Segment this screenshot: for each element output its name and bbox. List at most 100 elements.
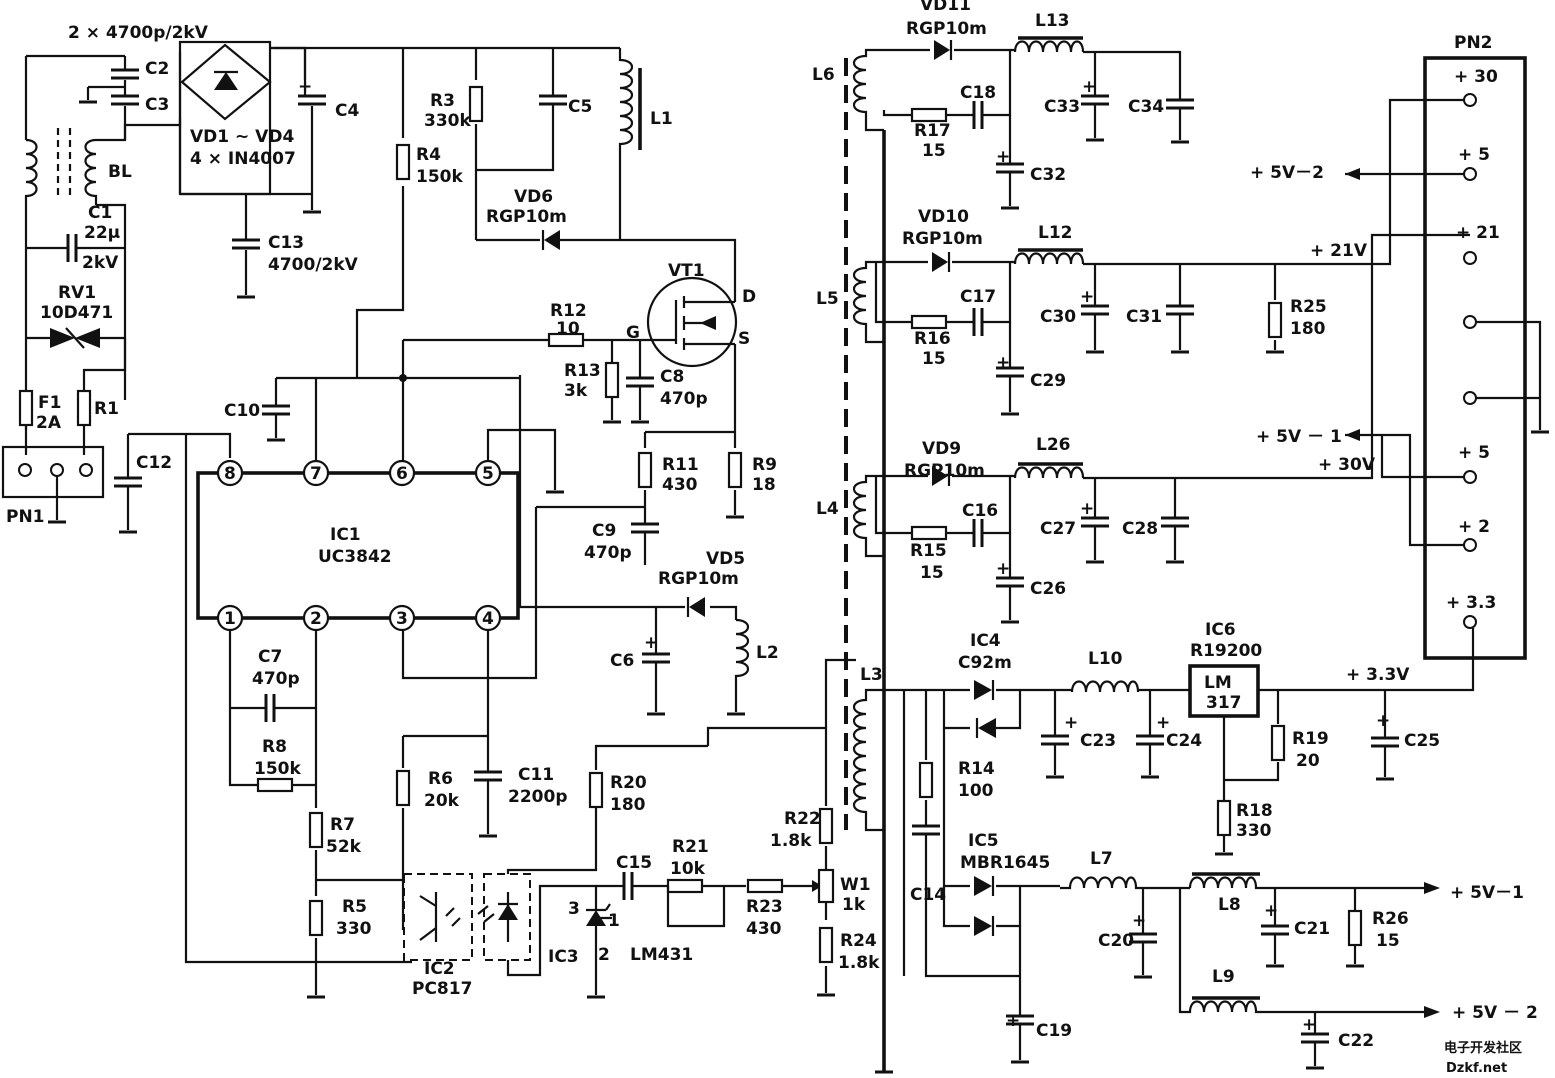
c29-label: C29 (1030, 371, 1066, 391)
c32-label: C32 (1030, 165, 1066, 185)
c25-label: C25 (1404, 731, 1440, 751)
c23-label: C23 (1080, 731, 1116, 751)
pn2-pin-5b: + 5 (1458, 443, 1490, 463)
r13-value: 3k (564, 381, 588, 401)
r21-label: R21 (672, 837, 709, 857)
r23-label: R23 (746, 897, 783, 917)
l10-label: L10 (1088, 649, 1123, 669)
ic1-pin1: 1 (224, 609, 236, 629)
ic1-pin3: 3 (396, 609, 408, 629)
pn2-pin-5a: + 5 (1458, 145, 1490, 165)
r17-label: R17 (914, 121, 951, 141)
vt1-label: VT1 (668, 261, 705, 281)
rv1-label: RV1 (58, 283, 96, 303)
vd5-label: VD5 (706, 549, 745, 569)
ic3-label: IC3 (548, 947, 579, 967)
c19-label: C19 (1036, 1021, 1072, 1041)
c5-label: C5 (568, 97, 592, 117)
pn2-pin-3v3: + 3.3 (1446, 593, 1496, 613)
vd9-value: RGP10m (904, 461, 985, 481)
c32-plus: + (996, 147, 1010, 167)
c30-label: C30 (1040, 307, 1076, 327)
r6-value: 20k (424, 791, 460, 811)
c24-plus: + (1156, 713, 1170, 733)
r15-label: R15 (910, 541, 947, 561)
c33-plus: + (1082, 77, 1096, 97)
w1-label: W1 (840, 875, 871, 895)
ic4-value: C92m (958, 653, 1012, 673)
c6-plus: + (644, 633, 658, 653)
ic1-value: UC3842 (318, 547, 392, 567)
c1-value: 22μ (84, 223, 120, 243)
vt1-drain-label: D (742, 287, 756, 307)
c7-label: C7 (258, 647, 282, 667)
ic6-label: IC6 (1205, 620, 1236, 640)
ic2-label: IC2 (424, 959, 455, 979)
l26-label: L26 (1036, 435, 1071, 455)
pn2-label: PN2 (1454, 33, 1493, 53)
l8-label: L8 (1218, 895, 1241, 915)
r20-label: R20 (610, 773, 647, 793)
ic1-pin2: 2 (310, 609, 322, 629)
l7-label: L7 (1090, 849, 1113, 869)
c20-plus: + (1132, 911, 1146, 931)
c27-label: C27 (1040, 519, 1076, 539)
c23-plus: + (1064, 713, 1078, 733)
r11-label: R11 (662, 455, 699, 475)
c26-plus: + (996, 559, 1010, 579)
pn2-pin-30: + 30 (1454, 67, 1498, 87)
c8-label: C8 (660, 367, 684, 387)
out-5v2-top-label: + 5V－2 (1250, 163, 1324, 183)
l1-label: L1 (650, 109, 673, 129)
c26-label: C26 (1030, 579, 1066, 599)
c34-label: C34 (1128, 97, 1164, 117)
vd11-label: VD11 (920, 0, 971, 15)
ic1-pin4: 4 (482, 609, 494, 629)
c22-label: C22 (1338, 1031, 1374, 1051)
c8-value: 470p (660, 389, 708, 409)
r26-label: R26 (1372, 909, 1409, 929)
ic5-value: MBR1645 (960, 853, 1050, 873)
r1-label: R1 (94, 399, 119, 419)
out-33v-label: + 3.3V (1346, 665, 1410, 685)
r21-value: 10k (670, 859, 706, 879)
watermark-cn: 电子开发社区 (1444, 1040, 1522, 1056)
bridge-value: 4 × IN4007 (190, 149, 296, 169)
ic3-value: LM431 (630, 945, 693, 965)
c4-label: C4 (335, 101, 359, 121)
out-30v-label: + 30V (1318, 455, 1376, 475)
r24-label: R24 (840, 931, 877, 951)
c2c3-value-label: 2 × 4700p/2kV (68, 23, 209, 43)
r16-label: R16 (914, 329, 951, 349)
ic1-pin6: 6 (396, 464, 408, 484)
ic6-317: 317 (1206, 693, 1242, 713)
l6-label: L6 (812, 65, 835, 85)
vt1-gate-label: G (626, 323, 640, 343)
r19-label: R19 (1292, 729, 1329, 749)
c18-label: C18 (960, 83, 996, 103)
c11-label: C11 (518, 765, 554, 785)
r18-label: R18 (1236, 801, 1273, 821)
out-5v1-label: + 5V－1 (1450, 883, 1524, 903)
c12-label: C12 (136, 453, 172, 473)
ic3-pin3: 3 (568, 899, 580, 919)
r4-value: 150k (416, 167, 463, 187)
r12-value: 10 (556, 319, 580, 339)
c1-voltage: 2kV (82, 253, 119, 273)
pn2-connector (1423, 56, 1527, 660)
vd10-label: VD10 (918, 207, 969, 227)
r7-value: 52k (326, 837, 362, 857)
ic6-value: R19200 (1190, 641, 1262, 661)
vd6-value: RGP10m (486, 207, 567, 227)
c24-label: C24 (1166, 731, 1202, 751)
c14-label: C14 (910, 885, 946, 905)
r8-label: R8 (262, 737, 287, 757)
r20-value: 180 (610, 795, 646, 815)
ic1-pin5: 5 (482, 464, 494, 484)
r19-value: 20 (1296, 751, 1320, 771)
c17-label: C17 (960, 287, 996, 307)
r4-label: R4 (416, 145, 441, 165)
c4-plus: + (298, 77, 312, 97)
r23-value: 430 (746, 919, 782, 939)
ic1-pin8: 8 (224, 464, 236, 484)
